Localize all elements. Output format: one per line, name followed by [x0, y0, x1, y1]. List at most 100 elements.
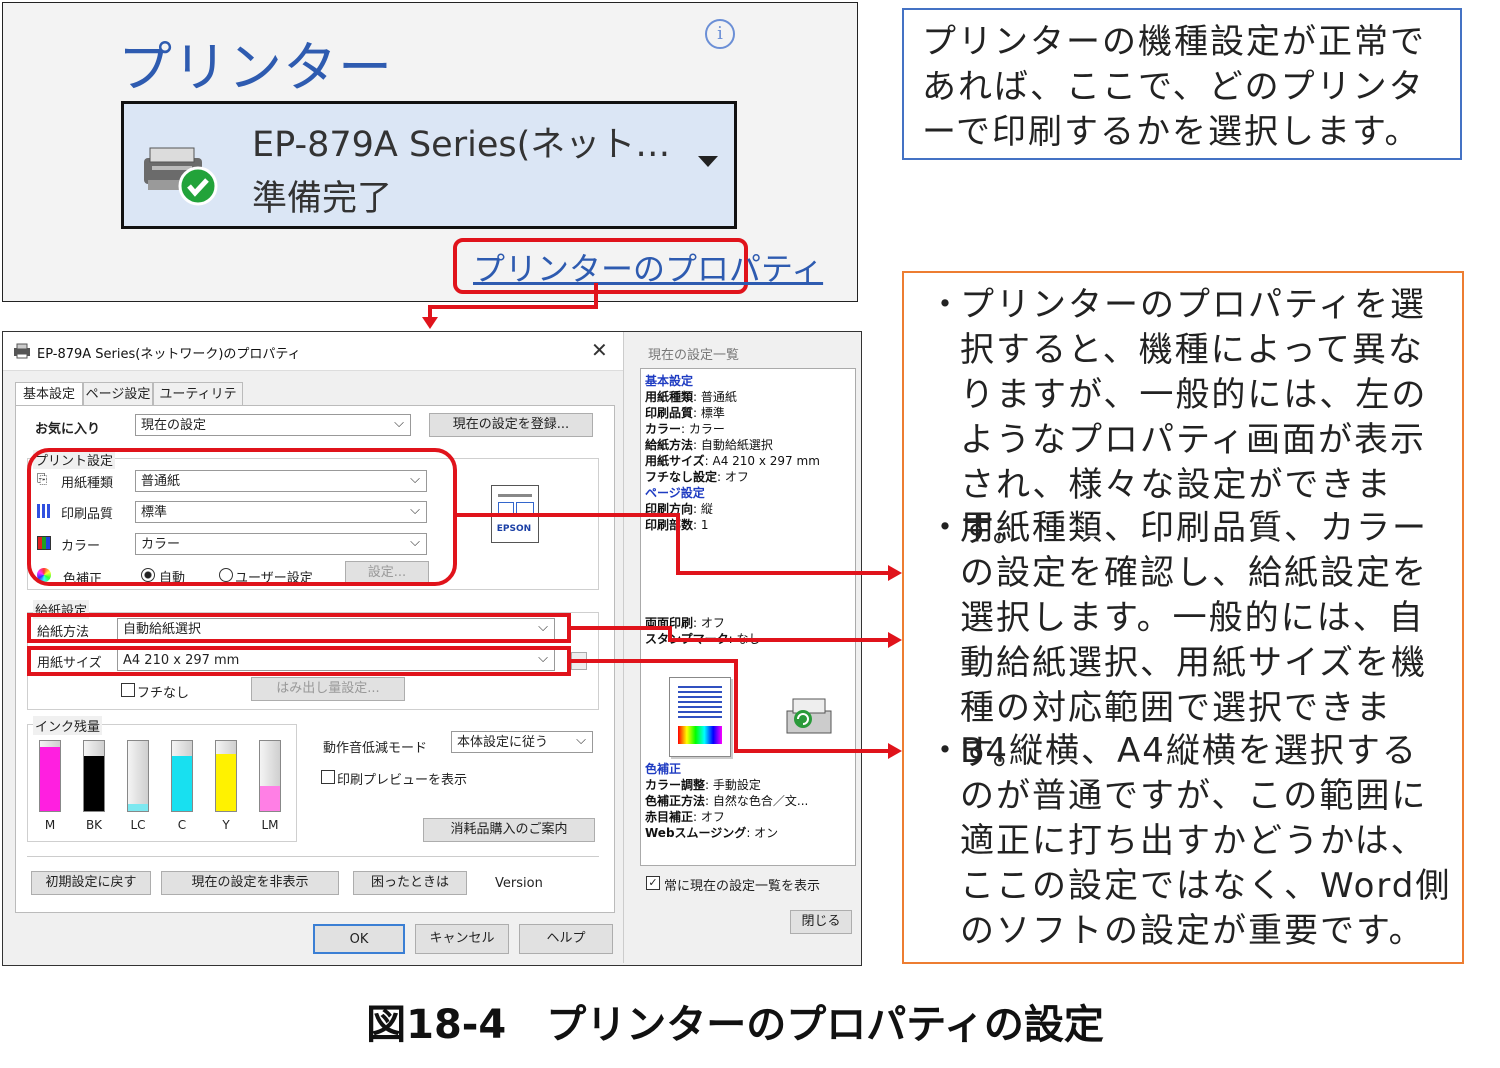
properties-dialog: EP-879A Series(ネットワーク)のプロパティ ✕ 基本設定 ページ設…: [2, 331, 862, 966]
printer-icon: [14, 343, 30, 359]
preview-label: 印刷プレビューを表示: [337, 773, 468, 788]
ink-level-fill: [128, 804, 148, 811]
settings-list-item: カラー: カラー: [645, 421, 725, 437]
favorites-select[interactable]: 現在の設定: [135, 413, 411, 436]
setting-value: : オフ: [693, 810, 725, 824]
bullet-text: B4縦横、A4縦横を選択するのが普通ですが、この範囲に適正に打ち出すかどうかは、…: [960, 731, 1452, 951]
paper-size-label: 用紙サイズ: [37, 656, 102, 671]
settings-list-item: カラー調整: 手動設定: [645, 777, 761, 793]
connector-line: [668, 638, 890, 642]
dialog-titlebar: EP-879A Series(ネットワーク)のプロパティ ✕: [3, 332, 623, 371]
chevron-down-icon[interactable]: [698, 156, 718, 167]
borderless-checkbox[interactable]: [121, 683, 135, 697]
setting-key: フチなし設定: [645, 470, 718, 484]
ink-label: LM: [261, 818, 279, 832]
setting-key: 赤目補正: [645, 810, 694, 824]
overflow-settings-button[interactable]: はみ出し量設定...: [251, 677, 405, 701]
ink-label: C: [177, 818, 187, 832]
ink-tank-c: [171, 740, 193, 812]
favorites-label: お気に入り: [35, 422, 101, 437]
help-button[interactable]: ヘルプ: [519, 924, 613, 954]
divider: [27, 856, 599, 857]
auto-radio[interactable]: [141, 568, 155, 582]
setting-key: 用紙サイズ: [645, 454, 705, 468]
trouble-help-button[interactable]: 困ったときは: [353, 871, 467, 895]
info-icon[interactable]: i: [705, 19, 735, 49]
setting-value: : オン: [746, 826, 779, 840]
hide-settings-button[interactable]: 現在の設定を非表示: [161, 871, 339, 895]
paper-size-highlight: [27, 646, 571, 676]
setting-key: 用紙種類: [645, 390, 694, 404]
borderless-label: フチなし: [137, 686, 190, 701]
close-icon[interactable]: ✕: [591, 338, 608, 362]
paper-type-icon: ⎘: [37, 472, 48, 487]
always-show-checkbox[interactable]: ✓: [646, 876, 660, 890]
close-button[interactable]: 閉じる: [790, 910, 852, 934]
quiet-mode-select[interactable]: 本体設定に従う: [451, 730, 593, 753]
color-correction-heading: 色補正: [645, 762, 682, 776]
callout-bullet: ・ プリンターのプロパティを選択すると、機種によって異なりますが、一般的には、左…: [924, 283, 1452, 553]
setting-key: 印刷品質: [645, 406, 694, 420]
color-select[interactable]: カラー: [135, 532, 427, 555]
reset-button[interactable]: 初期設定に戻す: [31, 871, 151, 895]
printer-ready-icon: [144, 147, 218, 206]
quality-select[interactable]: 標準: [135, 500, 427, 523]
paper-type-select[interactable]: 普通紙: [135, 469, 427, 492]
setting-value: : オフ: [717, 470, 749, 484]
ink-label: M: [44, 818, 56, 832]
settings-list-item: 印刷部数: 1: [645, 517, 709, 533]
settings-list-item: 印刷品質: 標準: [645, 405, 725, 421]
bullet-text: 用紙種類、印刷品質、カラーの設定を確認し、給紙設定を選択します。一般的には、自動…: [960, 508, 1428, 773]
setting-value: : 普通紙: [693, 390, 737, 404]
user-radio[interactable]: [219, 568, 233, 582]
color-settings-button[interactable]: 設定...: [345, 561, 429, 585]
printer-selection-panel: プリンター i EP-879A Series(ネット… 準備完了 プリンターのプ…: [2, 2, 858, 302]
register-settings-button[interactable]: 現在の設定を登録...: [429, 413, 593, 437]
connector-line: [430, 305, 598, 309]
ink-levels-legend: インク残量: [33, 716, 103, 735]
dialog-title: EP-879A Series(ネットワーク)のプロパティ: [37, 347, 301, 362]
printer-status: 準備完了: [252, 179, 393, 219]
printer-properties-link[interactable]: プリンターのプロパティ: [473, 250, 824, 288]
settings-list-item: 用紙サイズ: A4 210 x 297 mm: [645, 453, 820, 469]
print-settings-legend: プリント設定: [33, 450, 116, 469]
setting-value: : 1: [693, 518, 709, 532]
preview-line: [498, 494, 532, 497]
printer-dropdown[interactable]: EP-879A Series(ネット… 準備完了: [121, 101, 737, 229]
settings-list-item: 印刷方向: 縦: [645, 501, 713, 517]
basic-settings-heading: 基本設定: [645, 374, 694, 388]
setting-key: 印刷方向: [645, 502, 694, 516]
paper-type-label: 用紙種類: [61, 476, 114, 491]
preview-checkbox[interactable]: [321, 770, 335, 784]
setting-key: 給紙方法: [645, 438, 694, 452]
tab-page[interactable]: ページ設定: [83, 382, 153, 406]
cancel-button[interactable]: キャンセル: [415, 924, 509, 954]
ink-tank-lm: [259, 740, 281, 812]
printer-properties-highlight: プリンターのプロパティ: [453, 238, 823, 294]
print-settings-highlight: [27, 448, 457, 586]
color-label: カラー: [61, 539, 101, 554]
ink-level-fill: [40, 747, 60, 811]
connector-line: [594, 283, 598, 307]
setting-key: 色補正方法: [645, 794, 706, 808]
ok-button[interactable]: OK: [313, 924, 405, 954]
quiet-mode-label: 動作音低減モード: [323, 741, 428, 756]
epson-logo: EPSON: [496, 524, 532, 534]
feed-method-label: 給紙方法: [37, 625, 90, 640]
bullet-mark: ・: [928, 508, 964, 548]
settings-list-item: フチなし設定: オフ: [645, 469, 749, 485]
supplies-button[interactable]: 消耗品購入のご案内: [423, 818, 595, 842]
settings-list-item: 赤目補正: オフ: [645, 809, 725, 825]
tab-utility[interactable]: ユーティリティー: [153, 382, 243, 426]
setting-value: : 手動設定: [705, 778, 761, 792]
color-icon: [37, 536, 51, 550]
setting-value: : 標準: [693, 406, 725, 420]
tab-basic[interactable]: 基本設定: [15, 382, 83, 406]
setting-key: 印刷部数: [645, 518, 694, 532]
connector-line: [570, 659, 736, 663]
callout-bullet: ・ 用紙種類、印刷品質、カラーの設定を確認し、給紙設定を選択します。一般的には、…: [924, 506, 1452, 776]
quality-icon: [37, 504, 51, 518]
setting-key: カラー: [645, 422, 682, 436]
arrow-right-icon: [888, 565, 902, 581]
callout-properties: ・ プリンターのプロパティを選択すると、機種によって異なりますが、一般的には、左…: [902, 271, 1464, 964]
